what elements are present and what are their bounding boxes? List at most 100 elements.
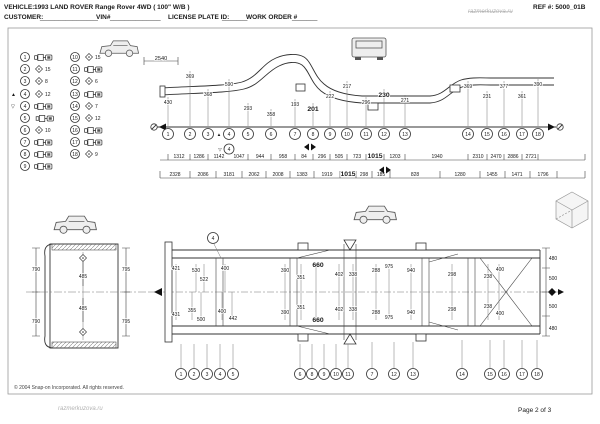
vehicle-value: 1993 LAND ROVER Range Rover 4WD ( 100" W… [34, 4, 190, 11]
span-dim: 958 [279, 154, 288, 160]
width-dim: 355 [188, 308, 197, 314]
span-dim: 298 [360, 172, 369, 178]
fixture-dim: 795 [122, 319, 131, 325]
point-number: 7 [371, 372, 374, 378]
span-dim: 1286 [193, 154, 204, 160]
point-number: 12 [381, 132, 387, 138]
width-dim: 338 [349, 307, 358, 313]
point-number: 7 [24, 140, 27, 146]
point-circle [70, 76, 80, 86]
gusset [343, 333, 357, 345]
height-dim: 271 [401, 98, 410, 104]
hole-icon [79, 254, 87, 262]
ref-number: REF #: 5000_01B [533, 4, 586, 11]
work-order-label: WORK ORDER # [246, 14, 298, 21]
point-circle [214, 368, 226, 380]
width-dim: 298 [448, 272, 457, 278]
pickup-side-icon [353, 205, 397, 224]
point-circle [20, 137, 30, 147]
bolt-icon [84, 65, 103, 74]
point-number: 4 [24, 104, 27, 110]
width-dim: 351 [297, 305, 306, 311]
plan-right-chain: 480 500 500 480 [542, 247, 558, 337]
fixture-dim: 790 [32, 267, 41, 273]
width-dim: 431 [172, 312, 181, 318]
span-dim: 2328 [169, 172, 180, 178]
width-dim: 442 [229, 316, 238, 322]
crossmember-front-view: 790 790 795 795 485 485 [26, 243, 152, 349]
diagonal-braces [296, 249, 533, 335]
width-dim: 390 [281, 310, 290, 316]
point-circle [223, 128, 235, 140]
point-circle [532, 128, 544, 140]
point-number: 9 [323, 372, 326, 378]
point-circle [342, 368, 354, 380]
span-dim: 1796 [537, 172, 548, 178]
width-dim: 500 [197, 317, 206, 323]
hole-icon [35, 65, 43, 73]
point-number: 11 [72, 67, 77, 73]
work-order-blank: _______ [291, 14, 318, 21]
side-view: 430 369 368 590 293 358 193 201 222 217 … [150, 54, 586, 179]
height-dim: 358 [267, 112, 276, 118]
hole-diameter: 8 [45, 79, 48, 85]
header: VEHICLE: 1993 LAND ROVER Range Rover 4WD… [4, 4, 586, 21]
span-dim: 1015 [367, 153, 382, 160]
point-circle [307, 128, 319, 140]
point-number: 17 [519, 132, 525, 138]
datum-right-symbol [548, 123, 564, 131]
point-circle [207, 232, 219, 244]
hole-icon [85, 77, 93, 85]
point-number: 18 [535, 132, 541, 138]
datum-shift-marker [304, 143, 391, 174]
width-dim: 522 [200, 277, 209, 283]
point-circle [388, 368, 400, 380]
plate-blank: _______ [221, 14, 248, 21]
point-circle [20, 64, 30, 74]
fixture-dim: 485 [79, 274, 88, 280]
span-dim: 2886 [507, 154, 518, 160]
suv-side-icon [53, 215, 97, 234]
point-circle [462, 128, 474, 140]
point-circle [341, 128, 353, 140]
span-dim: 1142 [214, 154, 225, 160]
wheelbase-dim: 2540 [143, 55, 179, 65]
point-circle [162, 128, 174, 140]
point-number: 15 [487, 372, 493, 378]
bolt-icon [34, 150, 53, 159]
down-triangle-icon: ▽ [11, 104, 15, 110]
height-dim: 193 [291, 102, 300, 108]
bolt-icon [34, 138, 53, 147]
point-number: 5 [247, 132, 250, 138]
point-circle [498, 368, 510, 380]
footer-watermark: razmerkuzova.ru [58, 406, 103, 412]
bolt-icon [34, 102, 53, 111]
width-dim: 660 [312, 317, 324, 324]
hole-diameter: 15 [45, 67, 51, 73]
bracket [295, 83, 306, 92]
hole-icon [85, 150, 93, 158]
point-circle [265, 128, 277, 140]
width-dim: 500 [549, 304, 558, 310]
suv-side-icon [99, 40, 139, 57]
point-circle [516, 128, 528, 140]
span-dim: 84 [301, 154, 307, 160]
width-dim: 530 [192, 268, 201, 274]
point-number: 4 [24, 92, 27, 98]
point-number: 13 [410, 372, 416, 378]
point-circle [227, 368, 239, 380]
height-dims: 430 369 368 590 293 358 193 201 222 217 … [163, 73, 543, 119]
point-circle [366, 368, 378, 380]
vin-label: VIN# [96, 14, 111, 21]
point-circle [516, 368, 528, 380]
point-number: 8 [311, 372, 314, 378]
hole-diameter: 12 [45, 92, 51, 98]
height-dim: 222 [326, 94, 335, 100]
hole-icon [85, 53, 93, 61]
hole-icon [35, 126, 43, 134]
height-dim: 217 [343, 84, 352, 90]
height-dim: 293 [244, 106, 253, 112]
point-number: 15 [72, 116, 78, 122]
point-number: 8 [24, 152, 27, 158]
